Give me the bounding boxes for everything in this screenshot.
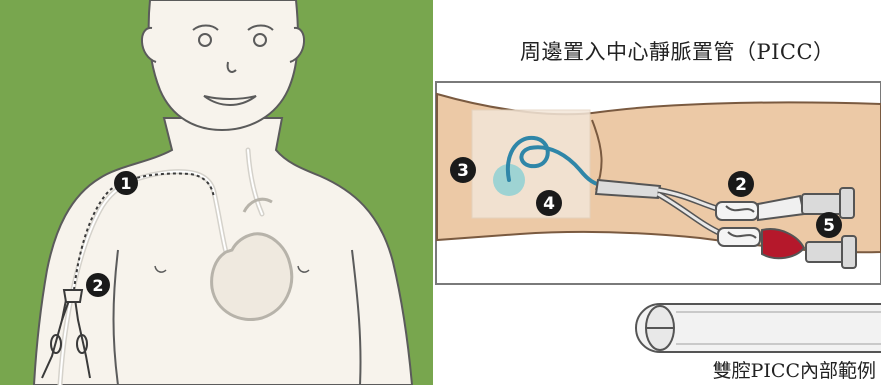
svg-text:5: 5 — [823, 216, 835, 236]
lumen-cross-section — [636, 304, 881, 352]
marker-body-2: 2 — [86, 273, 110, 297]
cross-section-caption: 雙腔PICC內部範例 — [640, 356, 876, 383]
marker-arm-3: 3 — [450, 157, 476, 183]
svg-text:2: 2 — [92, 276, 103, 295]
body-panel: 1 2 — [0, 0, 433, 385]
marker-arm-2: 2 — [728, 171, 754, 197]
marker-body-1: 1 — [114, 171, 138, 195]
svg-text:3: 3 — [457, 161, 469, 181]
svg-text:4: 4 — [543, 194, 555, 214]
marker-arm-5: 5 — [816, 212, 842, 238]
diagram-title: 周邊置入中心靜脈置管（PICC） — [520, 36, 872, 66]
svg-text:1: 1 — [120, 174, 131, 193]
marker-arm-4: 4 — [536, 190, 562, 216]
arm-detail-panel: 3 4 2 5 — [436, 82, 881, 284]
svg-text:2: 2 — [735, 175, 747, 195]
